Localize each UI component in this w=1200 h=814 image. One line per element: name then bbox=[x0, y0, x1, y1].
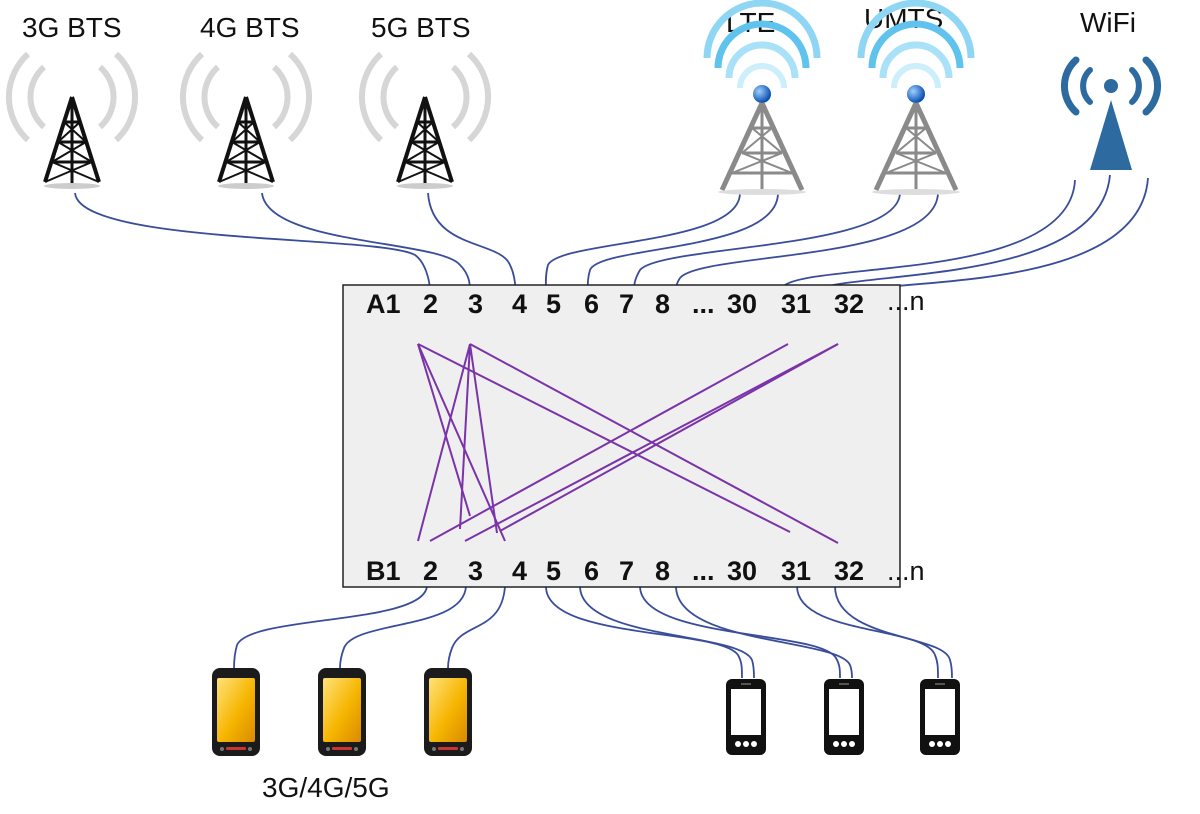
port-b6: 6 bbox=[584, 556, 599, 586]
port-b30: 30 bbox=[727, 556, 757, 586]
port-a4: 4 bbox=[512, 289, 527, 319]
tower-icon bbox=[362, 54, 488, 189]
port-b7: 7 bbox=[619, 556, 634, 586]
bts-5g-label: 5G BTS bbox=[371, 12, 471, 43]
port-a-ellipsis: ... bbox=[692, 289, 715, 319]
smartphone-icon bbox=[318, 668, 366, 756]
bts-4g: 4G BTS bbox=[183, 12, 309, 189]
port-a8: 8 bbox=[655, 289, 670, 319]
port-b-tail: ...n bbox=[887, 556, 925, 586]
mobile-phone-icon bbox=[920, 679, 960, 755]
bts-3g: 3G BTS bbox=[9, 12, 135, 189]
port-a32: 32 bbox=[834, 289, 864, 319]
port-row-b: B1 2 3 4 5 6 7 8 ... 30 31 32 ...n bbox=[366, 556, 925, 586]
tower-icon bbox=[9, 54, 135, 189]
port-a3: 3 bbox=[468, 289, 483, 319]
downlink-cables bbox=[233, 585, 953, 679]
black-phones bbox=[726, 679, 960, 755]
port-a30: 30 bbox=[727, 289, 757, 319]
port-b32: 32 bbox=[834, 556, 864, 586]
yellow-phones: 3G/4G/5G bbox=[212, 668, 472, 803]
bts-5g: 5G BTS bbox=[362, 12, 488, 189]
bts-3g-label: 3G BTS bbox=[22, 12, 122, 43]
port-b3: 3 bbox=[468, 556, 483, 586]
port-a7: 7 bbox=[619, 289, 634, 319]
port-b31: 31 bbox=[781, 556, 811, 586]
smartphone-icon bbox=[424, 668, 472, 756]
mobile-phone-icon bbox=[824, 679, 864, 755]
port-b1: B1 bbox=[366, 556, 401, 586]
smartphone-icon bbox=[212, 668, 260, 756]
wifi-label: WiFi bbox=[1080, 7, 1136, 38]
port-a31: 31 bbox=[781, 289, 811, 319]
port-b5: 5 bbox=[546, 556, 561, 586]
tower-icon bbox=[183, 54, 309, 189]
port-a1: A1 bbox=[366, 289, 401, 319]
cross-connects bbox=[417, 343, 839, 544]
wifi-ap: WiFi bbox=[1060, 7, 1162, 170]
port-b8: 8 bbox=[655, 556, 670, 586]
port-a5: 5 bbox=[546, 289, 561, 319]
mobile-phone-icon bbox=[726, 679, 766, 755]
bts-4g-label: 4G BTS bbox=[200, 12, 300, 43]
wifi-icon bbox=[1060, 56, 1162, 170]
port-a6: 6 bbox=[584, 289, 599, 319]
uplink-cables bbox=[74, 174, 1149, 293]
phones-caption: 3G/4G/5G bbox=[262, 772, 390, 803]
port-b2: 2 bbox=[423, 556, 438, 586]
umts-tower: UMTS bbox=[861, 3, 971, 195]
port-a-tail: ...n bbox=[887, 286, 925, 316]
lte-tower: LTE bbox=[707, 3, 817, 195]
port-b4: 4 bbox=[512, 556, 527, 586]
port-b-ellipsis: ... bbox=[692, 556, 715, 586]
port-a2: 2 bbox=[423, 289, 438, 319]
port-row-a: A1 2 3 4 5 6 7 8 ... 30 31 32 ...n bbox=[366, 286, 925, 319]
